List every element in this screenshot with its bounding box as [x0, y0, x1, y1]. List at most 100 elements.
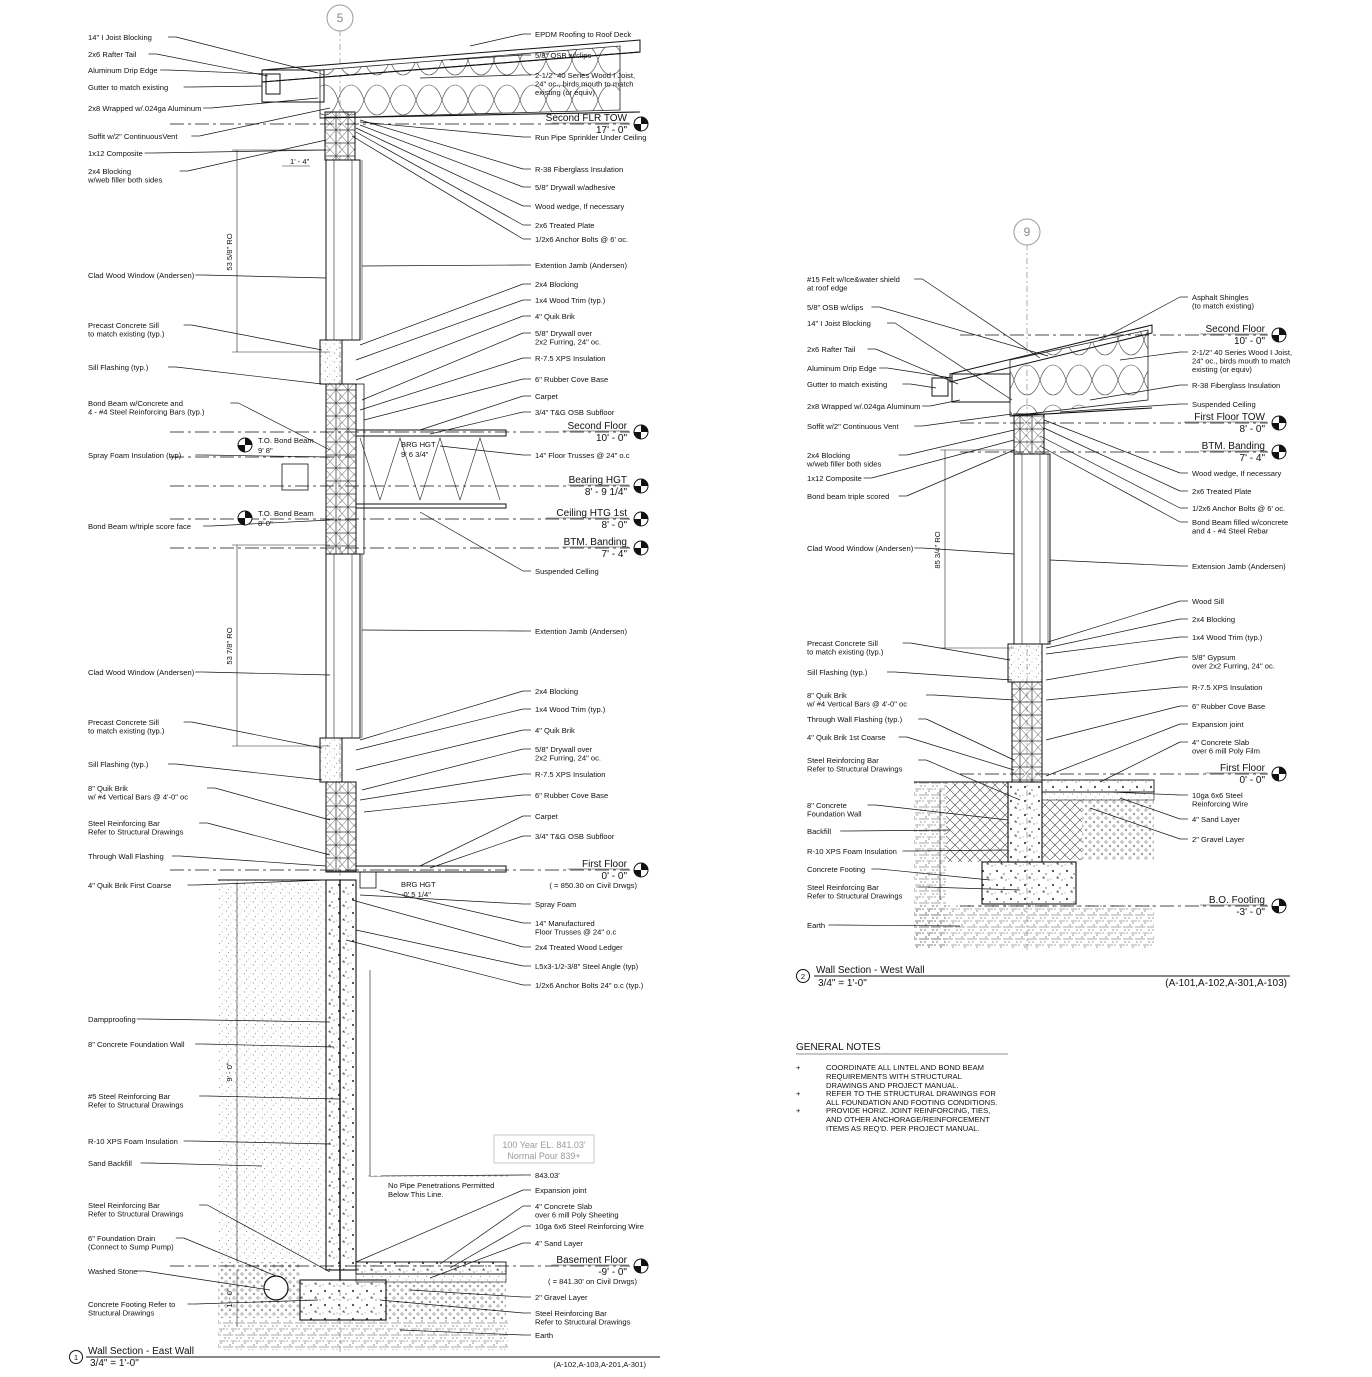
- leader-line: [1039, 445, 1181, 523]
- leader-line: [1045, 723, 1181, 777]
- east-right-label: 2x4 Blocking: [535, 280, 578, 289]
- west-left-label: Foundation Wall: [807, 810, 862, 819]
- east-left-label: 2x8 Wrapped w/.024ga Aluminum: [88, 104, 201, 113]
- pipe-note-line-1: No Pipe Penetrations Permitted: [388, 1181, 494, 1190]
- east-right-label: 24" oc., birds mouth to match: [535, 80, 634, 89]
- leader-line: [449, 1225, 524, 1269]
- leader-line: [1049, 559, 1181, 567]
- east-right-callout: 2x4 Blocking: [359, 687, 578, 741]
- west-right-callout: 1x4 Wood Trim (typ.): [1045, 633, 1263, 655]
- brg-1-elev: 9' 6 3/4": [401, 450, 429, 459]
- brg-2-elev: -0' 5 1/4": [401, 890, 431, 899]
- east-left-label: w/web filler both sides: [87, 176, 162, 185]
- west-right-label: existing (or equiv): [1192, 365, 1252, 374]
- level-name: Second Floor: [568, 421, 628, 432]
- east-right-callout: 1/2x6 Anchor Bolts 24" o.c (typ.): [345, 939, 644, 990]
- grid-tag-9: 9: [1024, 225, 1031, 239]
- east-right-callout: 14" Floor Trusses @ 24" o.c: [439, 445, 630, 460]
- east-left-label: Structural Drawings: [88, 1309, 154, 1318]
- leader-line: [211, 97, 319, 109]
- east-wall-section-graphics: [218, 4, 641, 1355]
- east-right-label: R-7.5 XPS Insulation: [535, 354, 606, 363]
- leader-line: [922, 547, 1015, 555]
- west-right-label: R-38 Fiberglass Insulation: [1192, 381, 1280, 390]
- leader-line: [214, 787, 331, 821]
- east-right-label: Carpet: [535, 812, 559, 821]
- leader-line: [361, 264, 524, 267]
- west-left-callout: Soffit w/2" Continuous Vent: [807, 413, 1013, 431]
- east-left-label: Sand Backfill: [88, 1159, 132, 1168]
- leader-line: [439, 445, 524, 456]
- west-left-label: 1x12 Composite: [807, 474, 862, 483]
- east-right-label: over 6 mill Poly Sheeting: [535, 1211, 619, 1220]
- east-left-callout: 1x12 Composite: [88, 149, 327, 158]
- leader-line: [207, 1204, 331, 1273]
- level-elevation: 8' - 9 1/4": [585, 487, 628, 498]
- leader-line: [887, 367, 953, 379]
- west-title-refs: (A-101,A-102,A-301,A-103): [1165, 978, 1287, 989]
- east-right-callout: Carpet: [419, 812, 559, 867]
- leader-line: [429, 1242, 524, 1279]
- level-elevation: -9' - 0": [598, 1267, 627, 1278]
- east-right-label: 2" Gravel Layer: [535, 1293, 588, 1302]
- east-left-label: 4" Quik Brik First Coarse: [88, 881, 171, 890]
- leader-line: [175, 763, 323, 781]
- level-target-fill: [1272, 445, 1286, 459]
- east-left-label: Precast Concrete Sill: [88, 321, 159, 330]
- east-right-label: L5x3-1/2-3/8" Steel Angle (typ): [535, 962, 639, 971]
- west-left-label: to match existing (typ.): [807, 648, 884, 657]
- leader-line: [1099, 741, 1181, 783]
- west-right-callout: Wood Sill: [1047, 597, 1224, 643]
- west-right-label: over 2x2 Furring, 24" oc.: [1192, 662, 1275, 671]
- leader-line: [894, 322, 1013, 401]
- east-left-callout: 6" Foundation Drain(Connect to Sump Pump…: [88, 1234, 277, 1277]
- west-left-label: Earth: [807, 921, 825, 930]
- tobb-1-elev: 9' 8": [258, 446, 273, 455]
- leader-line: [922, 413, 1013, 427]
- west-left-label: R-10 XPS Foam Insulation: [807, 847, 897, 856]
- east-left-label: w/ #4 Vertical Bars @ 4'-0" oc: [87, 793, 188, 802]
- leader-line: [409, 1289, 524, 1298]
- brg-2-name: BRG HGT: [401, 880, 436, 889]
- east-left-callout: Sill Flashing (typ.): [88, 363, 323, 385]
- leader-line: [379, 1299, 524, 1314]
- east-right-callout: 5/8" Drywall w/adhesive: [359, 124, 615, 192]
- east-right-callout: 6" Rubber Cove Base: [363, 375, 608, 421]
- leader-line: [1043, 419, 1181, 474]
- east-left-label: to match existing (typ.): [88, 330, 165, 339]
- east-title-name: Wall Section - East Wall: [88, 1346, 194, 1357]
- west-left-label: Bond beam triple scored: [807, 492, 889, 501]
- leader-line: [879, 868, 991, 881]
- east-right-callout: Extention Jamb (Andersen): [361, 261, 627, 270]
- leader-line: [355, 729, 524, 771]
- level-target-fill: [1272, 767, 1286, 781]
- east-left-label: 2x4 Blocking: [88, 167, 131, 176]
- flood-note-line-2: Normal Pour 839+: [507, 1151, 580, 1161]
- leader-line: [355, 127, 524, 207]
- east-right-callout: 2x4 Blocking: [359, 280, 578, 346]
- leader-line: [1043, 427, 1181, 492]
- west-left-label: 8" Concrete: [807, 801, 847, 810]
- tobb-1-name: T.O. Bond Beam: [258, 436, 314, 445]
- east-left-callout: Through Wall Flashing: [88, 852, 327, 867]
- leader-line: [369, 1174, 524, 1177]
- level-civil-note: ( = 850.30 on Civil Drwgs): [549, 881, 637, 890]
- east-left-callout: 14" I Joist Blocking: [88, 33, 319, 74]
- note-bullet-1: +: [796, 1063, 801, 1072]
- east-left-label: 2x6 Rafter Tail: [88, 50, 137, 59]
- west-right-callout: 1/2x6 Anchor Bolts @ 6' oc.: [1039, 435, 1285, 513]
- west-right-label: 1x4 Wood Trim (typ.): [1192, 633, 1263, 642]
- east-right-callout: 3/4" T&G OSB Subfloor: [429, 832, 615, 869]
- flood-note-box: [493, 1134, 595, 1164]
- west-right-label: 24" oc., birds mouth to match: [1192, 357, 1291, 366]
- west-right-callout: R-7.5 XPS Insulation: [1045, 683, 1263, 701]
- pipe-note-line-2: Below This Line.: [388, 1190, 444, 1199]
